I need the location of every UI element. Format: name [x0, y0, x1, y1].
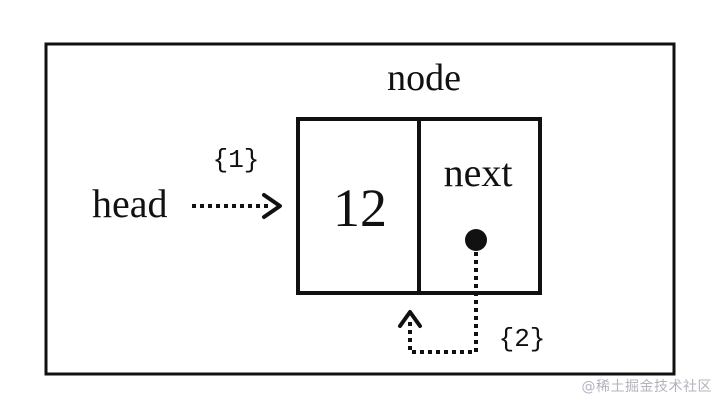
node-value: 12	[333, 178, 387, 238]
next-pointer-arrowhead-icon	[398, 310, 422, 328]
watermark: @稀土掘金技术社区	[581, 379, 712, 395]
head-arrowhead-icon	[262, 193, 282, 219]
next-pointer-dot	[465, 229, 487, 251]
diagram-frame	[44, 42, 676, 376]
next-pointer-path	[408, 252, 478, 354]
step1-label: {1}	[213, 145, 260, 175]
step2-label: {2}	[499, 324, 546, 354]
next-label: next	[444, 150, 513, 195]
head-label: head	[92, 181, 168, 226]
node-label: node	[387, 57, 461, 99]
